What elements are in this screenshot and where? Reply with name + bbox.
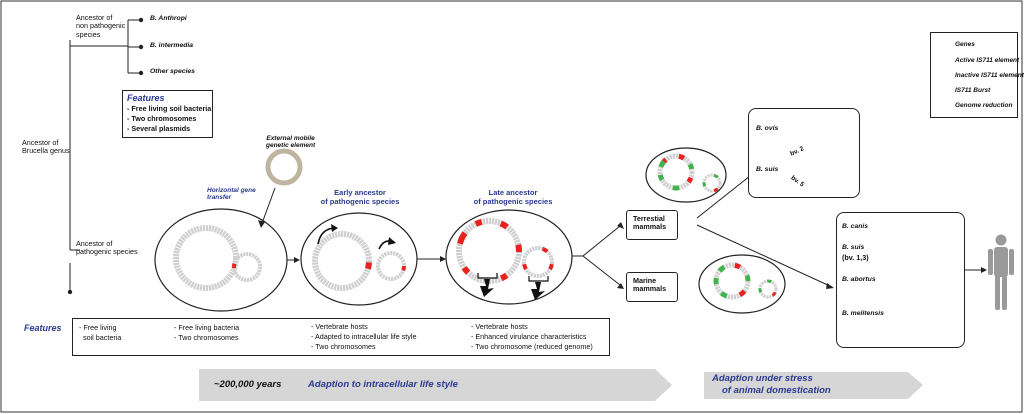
timeline-phase1: Adaption to intracellular life style	[308, 379, 458, 390]
features-col4-line2: - Enhanced virulance characteristics	[471, 332, 587, 341]
inactive-is711-segment	[658, 159, 666, 168]
active-is711-segment	[515, 244, 522, 253]
ancestor-pathogenic: Ancestor of pathogenic species	[76, 239, 138, 257]
legend-box: Genes Active IS711 element Inactive IS71…	[930, 32, 1024, 118]
features-item: - Free living soil bacteria	[127, 104, 212, 113]
marine-label: Marine mammals	[633, 276, 667, 294]
features-col2-line1: - Free living bacteria	[174, 323, 240, 332]
ancestor-brucella-genus: Ancestor of Brucella genus	[22, 138, 70, 156]
species-melitensis: B. melitensis	[842, 310, 884, 317]
active-is711-segment	[734, 262, 742, 270]
inactive-is711-segment	[758, 288, 763, 294]
legend-reduction: Genome reduction	[955, 102, 1013, 109]
species-intermedia: B. intermedia	[150, 42, 194, 49]
species-box-top	[748, 108, 860, 198]
inactive-is711-segment	[744, 274, 751, 282]
human-icon	[988, 234, 1014, 310]
timeline-arrow-1	[199, 369, 672, 401]
inactive-is711-segment	[687, 163, 695, 170]
inactive-is711-segment	[717, 264, 726, 273]
features-col1-line2: soil bacteria	[79, 333, 122, 342]
active-is711-segment	[499, 272, 509, 282]
timeline-phase2-line2: of animal domestication	[722, 385, 831, 396]
features-item: - Two chromosomes	[127, 114, 197, 123]
features-row-box: - Free living soil bacteria - Free livin…	[72, 318, 610, 356]
active-is711-segment	[541, 246, 549, 254]
active-is711-segment	[738, 289, 747, 298]
features-box-title: Features	[127, 93, 165, 103]
active-is711-segment	[548, 263, 554, 271]
active-is711-segment	[401, 265, 406, 272]
legend-active: Active IS711 element	[955, 57, 1020, 64]
species-abortus: B. abortus	[842, 276, 876, 283]
chromosome-ring	[232, 252, 262, 282]
species-other: Other species	[150, 68, 195, 75]
inactive-is711-segment	[713, 173, 719, 179]
inactive-is711-segment	[719, 291, 728, 299]
marine-host-box: Marine mammals	[626, 272, 678, 302]
features-col4-line3: - Two chromosome (reduced genome)	[471, 342, 593, 351]
chromosome-ring	[713, 262, 751, 300]
features-col3-line1: - Vertebrate hosts	[311, 322, 368, 331]
features-col3-line2: - Adapted to intracellular life style	[311, 332, 417, 341]
legend-burst: IS711 Burst	[955, 87, 991, 94]
suis-biovars: (bv. 1,3)	[842, 253, 869, 262]
external-element-plasmid	[265, 148, 303, 186]
chromosome-ring	[657, 153, 695, 191]
inactive-is711-segment	[767, 279, 773, 284]
species-suis-bottom: B. suis	[842, 244, 865, 251]
species-ovis: B. ovis	[756, 125, 779, 132]
horizontal-transfer-label: Horizontal gene transfer	[207, 187, 256, 202]
terrestrial-host-box: Terrestial mammals	[626, 210, 678, 240]
active-is711-segment	[678, 153, 686, 161]
features-row-title: Features	[24, 323, 62, 333]
active-is711-segment	[499, 220, 509, 230]
chromosome-ring	[376, 251, 406, 281]
inactive-is711-segment	[702, 182, 707, 188]
species-canis: B. canis	[842, 223, 869, 230]
species-suis-top: B. suis	[756, 166, 779, 173]
active-is711-segment	[686, 176, 694, 184]
legend-genes: Genes	[955, 41, 975, 48]
external-element-label: External mobile genetic element	[266, 135, 316, 150]
active-is711-segment	[713, 187, 719, 193]
legend-inactive: Inactive IS711 element	[955, 72, 1024, 79]
species-anthropi: B. Anthropi	[150, 15, 187, 22]
species-box-bottom	[836, 212, 965, 348]
features-col2-line2: - Two chromosomes	[174, 333, 239, 342]
inactive-is711-segment	[657, 174, 665, 182]
late-ancestor-title: Late ancestor of pathogenic species	[473, 188, 553, 206]
chromosome-ring	[702, 173, 722, 193]
active-is711-segment	[522, 263, 528, 271]
timeline-phase2-line1: Adaption under stress	[712, 373, 813, 384]
features-box: Features - Free living soil bacteria - T…	[122, 90, 213, 138]
active-is711-segment	[771, 291, 777, 297]
features-col4-line1: - Vertebrate hosts	[471, 322, 528, 331]
phylogeny-tree	[69, 19, 140, 293]
timeline-years: ~200,000 years	[214, 379, 282, 390]
chromosome-ring	[758, 279, 778, 299]
features-col3-line3: - Two chromosomes	[311, 342, 376, 351]
active-is711-segment	[456, 236, 465, 245]
features-item: - Several plasmids	[127, 124, 191, 133]
features-col1-line1: - Free living	[79, 323, 117, 332]
timeline-arrow-2	[704, 372, 923, 399]
chromosome-ring	[522, 246, 554, 278]
chromosome-ring	[312, 231, 372, 291]
ancestor-non-pathogenic: Ancestor of non pathogenic species	[76, 13, 126, 39]
active-is711-segment	[461, 266, 471, 275]
early-ancestor-title: Early ancestor of pathogenic species	[320, 188, 400, 206]
terrestrial-label: Terrestial mammals	[633, 214, 667, 232]
active-is711-segment	[474, 218, 483, 227]
active-is711-segment	[364, 262, 372, 270]
